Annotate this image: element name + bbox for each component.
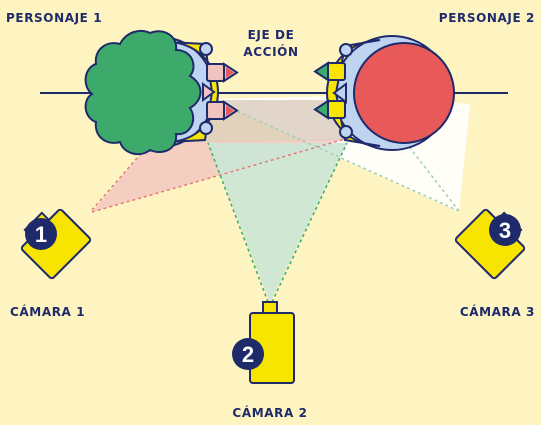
camera-2-number-badge bbox=[232, 338, 264, 370]
camera-2-label: CÁMARA 2 bbox=[232, 406, 308, 420]
character-2-hair bbox=[353, 42, 455, 144]
character-2-ear-top bbox=[339, 43, 353, 57]
camera-2-field-of-view bbox=[208, 143, 347, 303]
character-2-eye-top bbox=[313, 61, 346, 82]
character-1-eye-bottom bbox=[206, 100, 239, 121]
camera-3-number: 3 bbox=[499, 218, 511, 243]
camera-3-label: CÁMARA 3 bbox=[459, 305, 535, 319]
camera-1-number: 1 bbox=[35, 222, 47, 247]
character-2-label: PERSONAJE 2 bbox=[438, 11, 535, 25]
character-1-hair bbox=[84, 29, 202, 156]
camera-2-edge-left bbox=[207, 142, 269, 303]
character-1-eye-top bbox=[206, 62, 239, 83]
camera-3-number-badge bbox=[489, 214, 521, 246]
character-2-nose bbox=[332, 82, 347, 104]
character-2 bbox=[313, 35, 455, 151]
character-1-label: PERSONAJE 1 bbox=[6, 11, 103, 25]
character-1-ear-top bbox=[199, 42, 213, 56]
character-2-eye-bottom bbox=[313, 99, 346, 120]
action-axis-label-line-1: EJE DE bbox=[247, 28, 295, 42]
camera-1-label: CÁMARA 1 bbox=[10, 305, 86, 319]
character-2-ear-bottom bbox=[339, 125, 353, 139]
character-1-nose bbox=[202, 82, 216, 102]
character-1-ear-bottom bbox=[199, 121, 213, 135]
action-axis-label-line-2: ACCIÓN bbox=[243, 45, 299, 59]
character-1 bbox=[84, 29, 239, 156]
camera-2-edge-right bbox=[271, 142, 348, 303]
camera-2-number: 2 bbox=[242, 342, 254, 367]
camera-1-number-badge bbox=[25, 218, 57, 250]
camera-1-edge-lower bbox=[91, 138, 346, 213]
